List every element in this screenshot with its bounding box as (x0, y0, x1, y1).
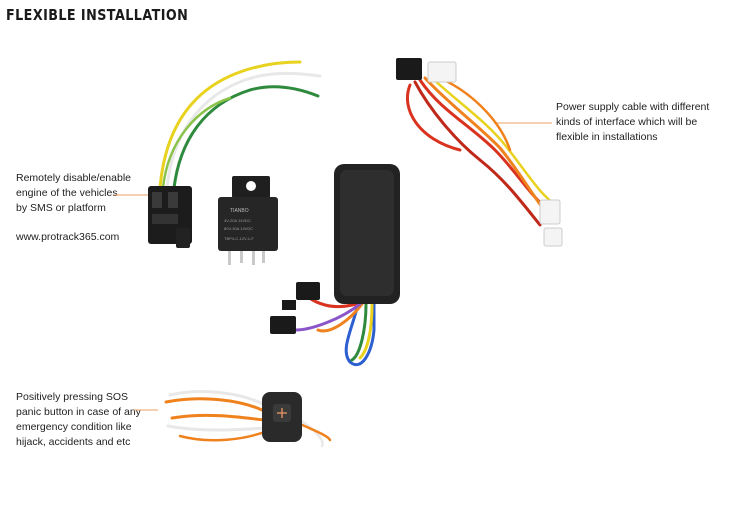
relay-brand-label: TIANBO (230, 208, 249, 214)
sos-caption-line-3: emergency condition like (16, 421, 132, 433)
sos-caption-line-2: panic button in case of any (16, 406, 141, 418)
relay-caption-line-2: engine of the vehicles (16, 187, 118, 199)
tracker-connectors (270, 282, 320, 334)
website-url: www.protrack365.com (16, 231, 120, 243)
relay-caption: Remotely disable/enable engine of the ve… (16, 171, 131, 216)
relay-socket (148, 186, 192, 248)
relay-module: TIANBO 4V-20A 14VDC 80V-30A 14VDC TBP4-C… (218, 176, 278, 265)
relay-socket-wires (158, 60, 322, 190)
relay-spec-1: 4V-20A 14VDC (224, 218, 251, 223)
power-cable-connectors (396, 58, 563, 247)
sos-cable (164, 390, 332, 448)
power-caption-line-2: kinds of interface which will be (556, 116, 698, 128)
sos-panic-button (262, 392, 302, 442)
power-supply-cable (405, 74, 558, 227)
relay-spec-2: 80V-30A 14VDC (224, 226, 253, 231)
tracker-wires (294, 293, 376, 366)
relay-caption-line-1: Remotely disable/enable (16, 172, 131, 184)
sos-caption-line-1: Positively pressing SOS (16, 391, 129, 403)
relay-caption-line-3: by SMS or platform (16, 202, 106, 214)
sos-caption-line-4: hijack, accidents and etc (16, 436, 131, 448)
power-cable-caption: Power supply cable with different kinds … (556, 100, 709, 145)
power-caption-line-3: flexible in installations (556, 131, 658, 143)
power-caption-line-1: Power supply cable with different (556, 101, 710, 113)
gps-tracker-device (334, 164, 400, 304)
sos-caption: Positively pressing SOS panic button in … (16, 390, 141, 450)
relay-spec-3: TBP4-C-12V-1-F (224, 236, 254, 241)
page-heading: FLEXIBLE INSTALLATION (6, 6, 189, 24)
